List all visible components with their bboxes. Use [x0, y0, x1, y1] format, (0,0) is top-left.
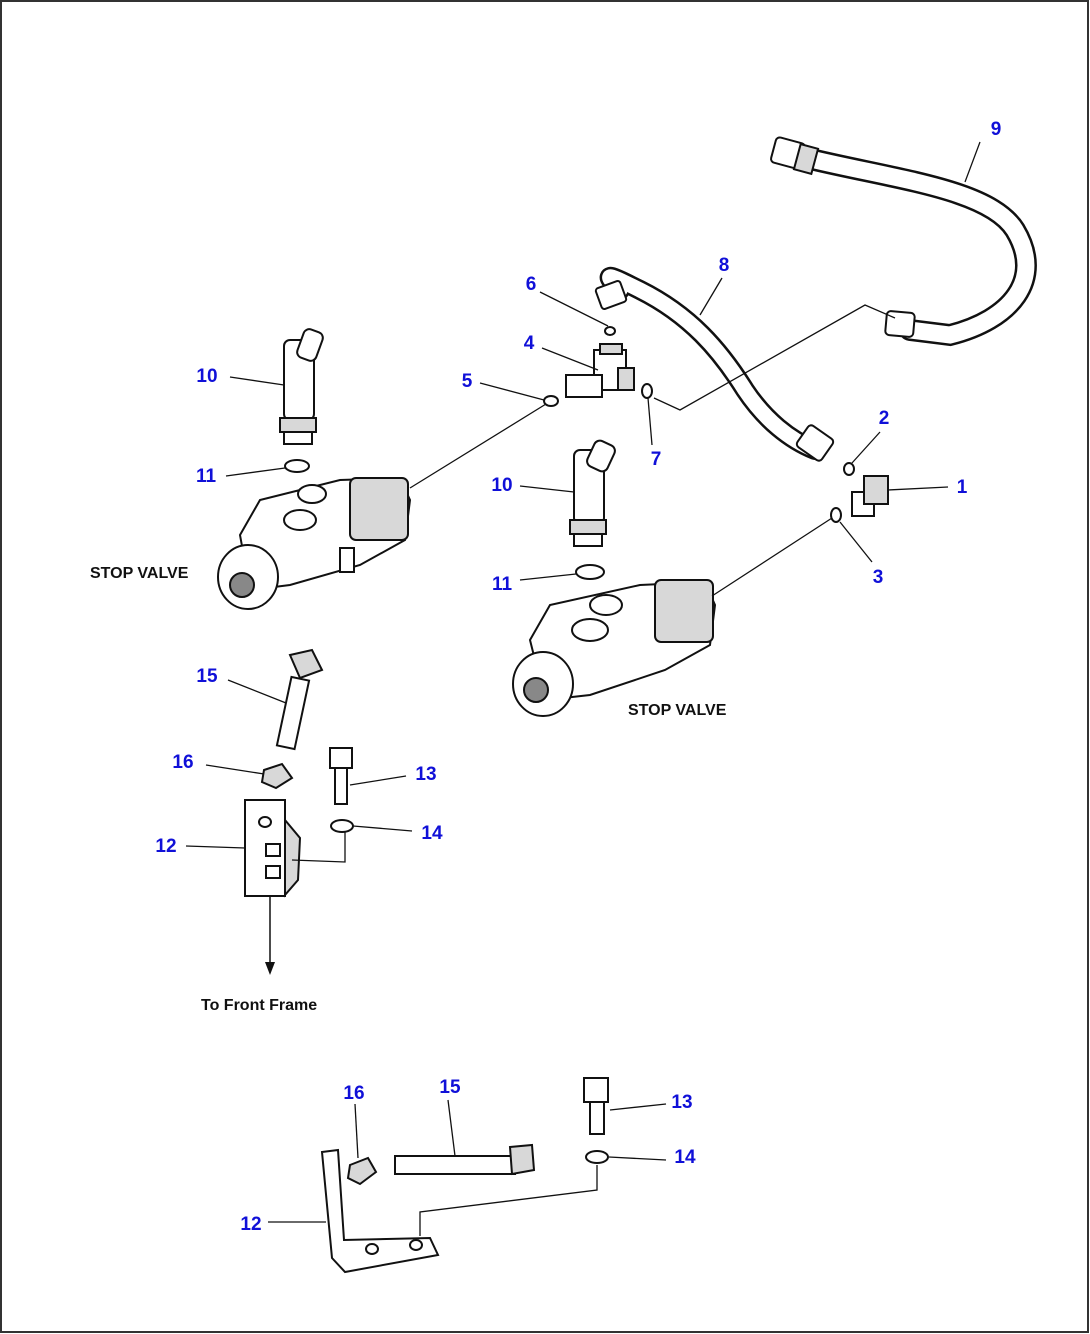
bracket-12-lower: [320, 1148, 440, 1274]
bolt-13-upper: [329, 747, 353, 805]
hose-9: [770, 136, 1037, 347]
bracket-12-upper: [244, 799, 302, 898]
seal-6: [604, 326, 616, 336]
callout-10-left: 10: [196, 366, 217, 387]
leader-14-upper: [291, 832, 346, 863]
callout-11-right: 11: [492, 574, 513, 595]
connection-lines: [409, 304, 896, 597]
callout-14-upper: 14: [421, 823, 443, 844]
leader-14-lower: [419, 1165, 598, 1236]
callout-9: 9: [991, 119, 1002, 140]
callout-11-left: 11: [196, 466, 217, 487]
bolt-13-lower: [583, 1077, 609, 1135]
caption-to-front-frame: To Front Frame: [201, 997, 317, 1014]
elbow-fitting-10-right: [569, 439, 616, 547]
elbow-fitting-10-left: [279, 328, 324, 445]
callout-16-upper: 16: [172, 752, 193, 773]
callout-6: 6: [526, 274, 537, 295]
hose-8: [594, 266, 835, 462]
o-ring-11-right: [575, 564, 605, 580]
nut-16-lower: [346, 1156, 378, 1186]
callout-13-upper: 13: [415, 764, 436, 785]
connector-1: [851, 475, 889, 517]
callout-leaders: [185, 141, 981, 1223]
callout-15-upper: 15: [196, 666, 218, 687]
seal-2: [843, 462, 855, 476]
bolt-15-lower: [394, 1143, 536, 1176]
callout-16-lower: 16: [343, 1083, 364, 1104]
nut-16-upper: [260, 762, 294, 790]
callout-3: 3: [873, 567, 884, 588]
tee-fitting-4: [565, 343, 635, 398]
stop-valve-left: [217, 476, 412, 610]
callout-14-lower: 14: [674, 1147, 696, 1168]
callout-12-upper: 12: [155, 836, 176, 857]
callout-15-lower: 15: [439, 1077, 461, 1098]
stop-valve-right: [512, 579, 717, 717]
o-ring-5: [543, 395, 559, 407]
callout-5: 5: [462, 371, 473, 392]
caption-stop-valve-left: STOP VALVE: [90, 565, 189, 582]
washer-14-upper: [330, 819, 354, 833]
callout-13-lower: 13: [671, 1092, 692, 1113]
callout-4: 4: [524, 333, 535, 354]
callout-10-right: 10: [491, 475, 512, 496]
callout-1: 1: [957, 477, 968, 498]
callout-7: 7: [651, 449, 662, 470]
arrow-head: [265, 962, 275, 975]
seal-3: [830, 507, 842, 523]
callout-8: 8: [719, 255, 730, 276]
o-ring-11-left: [284, 459, 310, 473]
caption-stop-valve-right: STOP VALVE: [628, 702, 727, 719]
callout-2: 2: [879, 408, 890, 429]
callout-12-lower: 12: [240, 1214, 261, 1235]
o-ring-7: [641, 383, 653, 399]
bolt-15-upper: [275, 648, 324, 751]
washer-14-lower: [585, 1150, 609, 1164]
